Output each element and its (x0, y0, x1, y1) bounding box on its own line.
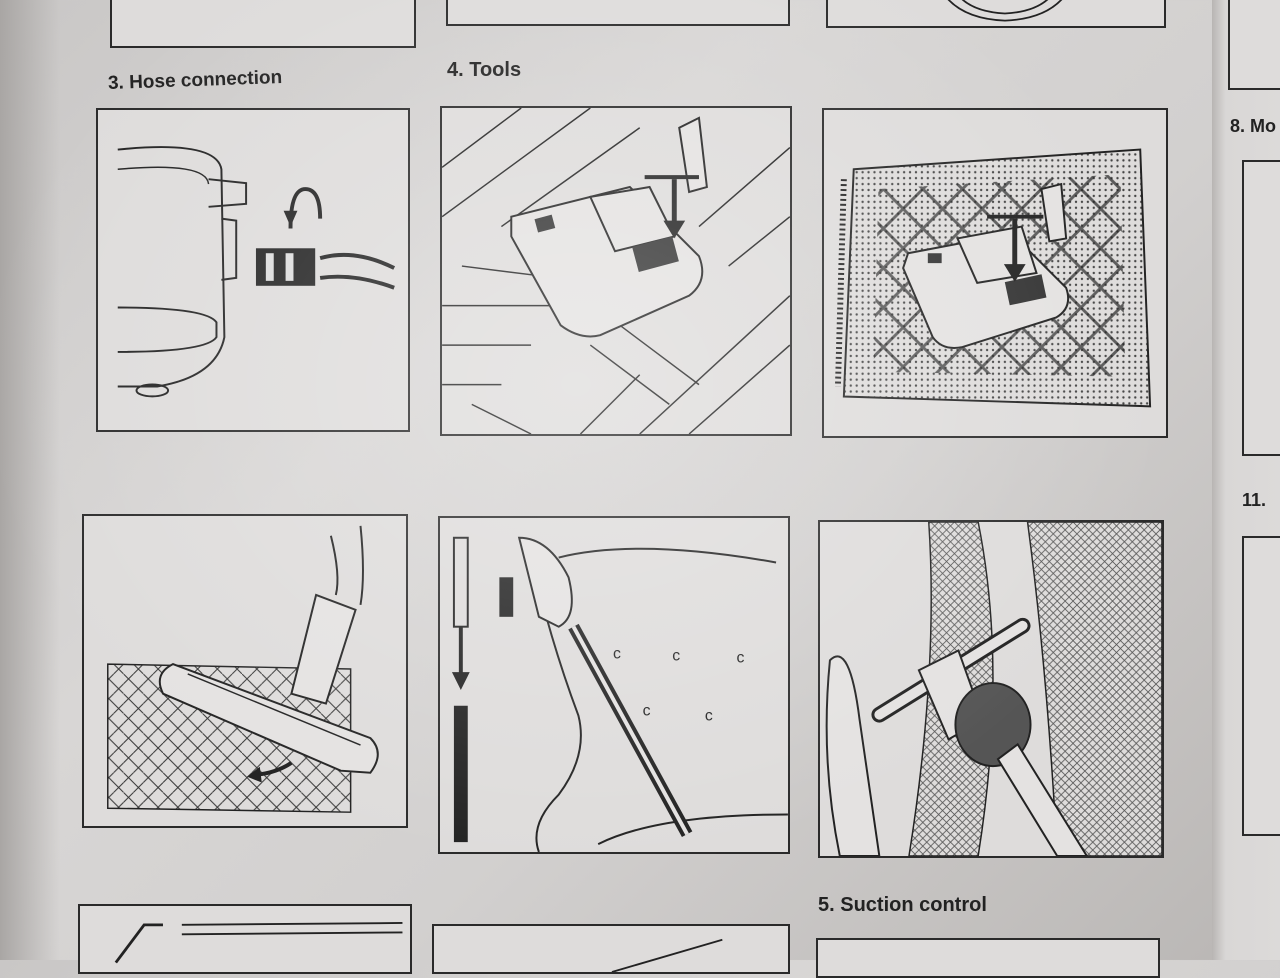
partial-drawing-lines (611, 938, 723, 972)
bottom-partial-panel-2 (432, 924, 790, 974)
right-page-heading-11: 11. (1242, 490, 1267, 510)
right-page-panel-middle (1242, 160, 1280, 456)
svg-text:c: c (613, 645, 621, 662)
right-page-panel-top (1228, 0, 1280, 90)
bottom-partial-panel-1 (78, 904, 412, 974)
dusting-brush-curtain-illustration (818, 520, 1164, 858)
right-page-panel-bottom (1242, 536, 1280, 836)
top-partial-panel-2 (446, 0, 790, 26)
right-page-heading-8: 8. Mo (1230, 116, 1277, 136)
svg-text:c: c (705, 708, 713, 725)
floor-nozzle-on-rug-illustration (822, 108, 1168, 438)
top-partial-panel-1 (110, 0, 416, 48)
page-edge-shadow (0, 0, 60, 960)
svg-text:c: c (643, 703, 651, 720)
bottom-partial-panel-3 (816, 938, 1160, 978)
partial-brush-drawing (114, 922, 403, 964)
top-partial-panel-3 (826, 0, 1166, 28)
svg-text:c: c (672, 647, 680, 664)
crevice-tool-upholstery-illustration: c c c c c (438, 516, 790, 854)
svg-text:c: c (737, 649, 745, 666)
parquet-brush-nozzle-illustration (82, 514, 408, 828)
section-heading-hose-connection: 3. Hose connection (107, 66, 283, 95)
partial-drum-drawing (947, 0, 1063, 22)
floor-nozzle-on-parquet-illustration (440, 106, 792, 436)
section-heading-tools: 4. Tools (447, 59, 522, 81)
hose-connection-illustration (96, 108, 410, 432)
section-heading-suction-control: 5. Suction control (818, 894, 987, 916)
